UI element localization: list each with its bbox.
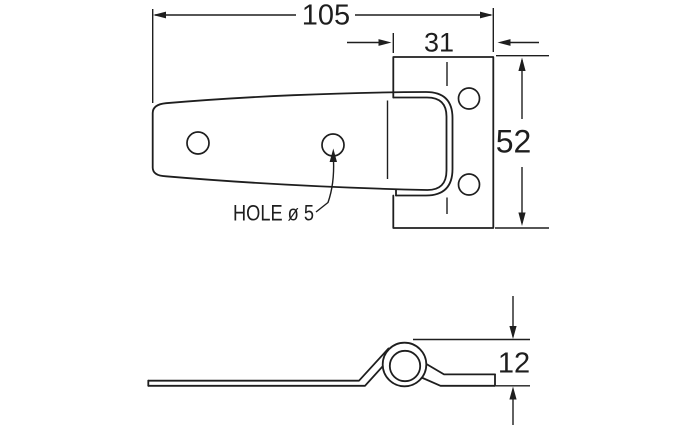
strap-leaf-outline: [151, 91, 454, 197]
dim-overall-width: 105: [152, 0, 494, 103]
dim-knuckle-height: 12: [413, 296, 530, 425]
hole-callout-label: HOLE ø 5: [233, 201, 314, 226]
arrowhead-bottom: [518, 212, 526, 226]
dim-overall-width-label: 105: [302, 0, 350, 32]
plate-hole-top: [457, 87, 481, 110]
side-view: 12: [147, 296, 530, 425]
arrowhead-right: [497, 39, 511, 46]
strap-profile-top-edge: [147, 347, 390, 382]
arrowhead-left: [153, 11, 166, 19]
plate-profile-top-edge: [422, 361, 496, 376]
plate-profile-bottom-edge: [420, 376, 496, 387]
dim-plate-height: 52: [495, 55, 549, 229]
arrowhead-top: [509, 326, 517, 339]
plate-outline: [392, 56, 495, 229]
leader-line: [315, 159, 335, 213]
arrowhead-right: [480, 11, 493, 19]
arrowhead-left: [378, 39, 392, 46]
arrowhead-top: [518, 57, 526, 71]
dim-plate-width: 31: [347, 28, 539, 58]
arrowhead-bottom: [509, 386, 517, 400]
plate-hole-bottom: [457, 173, 481, 196]
dim-plate-height-label: 52: [496, 124, 532, 160]
dim-plate-width-label: 31: [424, 28, 454, 58]
pin-bore-inner-circle: [388, 349, 422, 383]
hole-callout: HOLE ø 5: [233, 148, 337, 226]
top-view: 105 31 52 HOLE ø 5: [151, 0, 549, 229]
dim-knuckle-height-label: 12: [498, 348, 530, 380]
strap-hole-left: [186, 131, 210, 155]
leader-arrowhead: [329, 148, 337, 162]
